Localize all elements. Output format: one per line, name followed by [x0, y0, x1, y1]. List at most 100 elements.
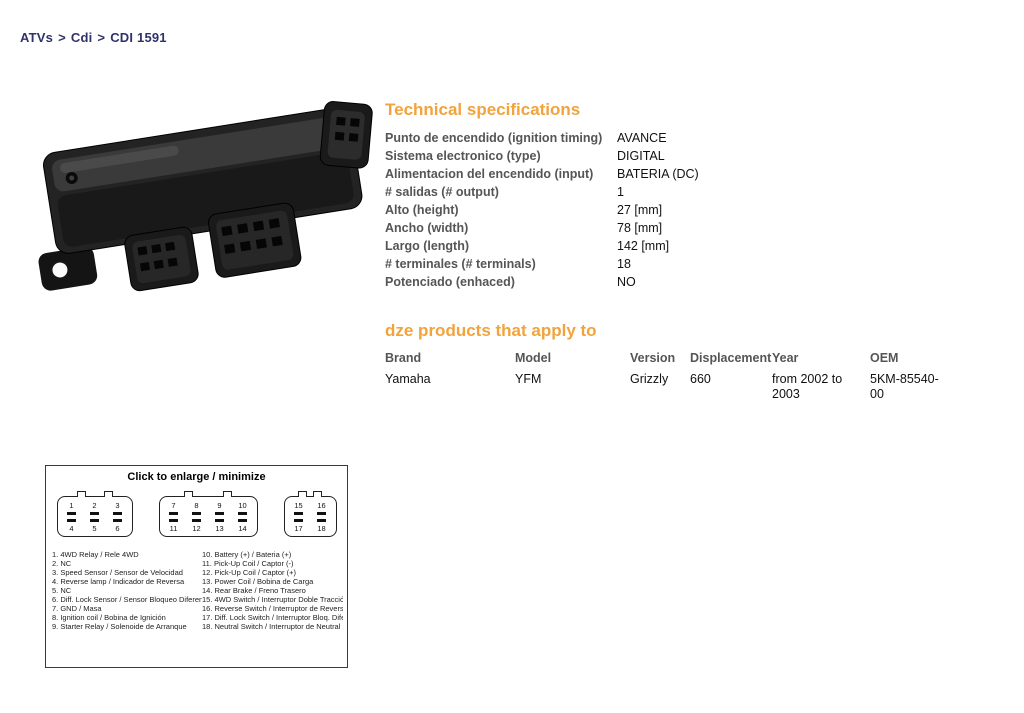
- pin-slot: [169, 512, 178, 515]
- pin-10: 10: [236, 501, 250, 517]
- spec-value: BATERIA (DC): [617, 167, 699, 181]
- pin-slot: [238, 519, 247, 522]
- cell-brand: Yamaha: [385, 372, 431, 386]
- column-header-year: Year: [772, 351, 799, 365]
- connector-latch-tabs: [295, 491, 326, 497]
- legend-item: 9. Starter Relay / Solenoide de Arranque: [52, 622, 187, 631]
- pin-slot: [238, 512, 247, 515]
- pin-legend: 1. 4WD Relay / Rele 4WD 2. NC 3. Speed S…: [46, 550, 347, 631]
- pin-5: 5: [88, 517, 102, 533]
- cell-displacement: 660: [690, 372, 711, 386]
- technical-specifications-section: Technical specifications Punto de encend…: [385, 100, 960, 291]
- connector-latch-tabs: [170, 491, 247, 497]
- pin-slot: [67, 519, 76, 522]
- spec-label: Largo (length): [385, 239, 470, 253]
- spec-label: Alimentacion del encendido (input): [385, 167, 594, 181]
- legend-item: 12. Pick-Up Coil / Captor (+): [202, 568, 296, 577]
- breadcrumb: ATVs>Cdi>CDI 1591: [20, 30, 167, 45]
- pin-18: 18: [315, 517, 329, 533]
- spec-value: NO: [617, 275, 636, 289]
- cdi-unit-photo: [22, 78, 382, 313]
- pin-4: 4: [65, 517, 79, 533]
- pin-slot: [317, 512, 326, 515]
- pin-slot: [169, 519, 178, 522]
- spec-label: Alto (height): [385, 203, 459, 217]
- pin-3: 3: [111, 501, 125, 517]
- spec-label: Sistema electronico (type): [385, 149, 541, 163]
- cell-oem: 5KM-85540-00: [870, 372, 939, 401]
- legend-item: 15. 4WD Switch / Interruptor Doble Tracc…: [202, 595, 343, 604]
- pin-slot: [294, 519, 303, 522]
- pin-slot: [294, 512, 303, 515]
- legend-item: 4. Reverse lamp / Indicador de Reversa: [52, 577, 185, 586]
- spec-value: 78 [mm]: [617, 221, 663, 235]
- pin-11: 11: [167, 517, 181, 533]
- legend-item: 10. Battery (+) / Bateria (+): [202, 550, 292, 559]
- breadcrumb-link-atvs[interactable]: ATVs: [20, 30, 54, 45]
- spec-label: # terminales (# terminals): [385, 257, 536, 271]
- pin-6: 6: [111, 517, 125, 533]
- cell-model: YFM: [515, 372, 542, 386]
- pin-15: 15: [292, 501, 306, 517]
- column-header-version: Version: [630, 351, 676, 365]
- pin-8: 8: [190, 501, 204, 517]
- pin-slot: [113, 512, 122, 515]
- pin-7: 7: [167, 501, 181, 517]
- spec-label: Punto de encendido (ignition timing): [385, 131, 603, 145]
- spec-row-height: Alto (height) 27 [mm]: [385, 201, 960, 219]
- table-row: Yamaha YFM Grizzly 660 from 2002 to 2003…: [385, 366, 960, 402]
- spec-value: 18: [617, 257, 631, 271]
- cell-year: from 2002 to 2003: [772, 372, 843, 401]
- column-header-model: Model: [515, 351, 552, 365]
- spec-value: 27 [mm]: [617, 203, 663, 217]
- spec-row-ignition-timing: Punto de encendido (ignition timing) AVA…: [385, 129, 960, 147]
- pin-legend-right-column: 10. Battery (+) / Bateria (+) 11. Pick-U…: [202, 550, 343, 631]
- connector-diagram-2: 7 8 9 10 11 12 13 14: [158, 491, 258, 537]
- legend-item: 14. Rear Brake / Freno Trasero: [202, 586, 306, 595]
- pin-slot: [192, 519, 201, 522]
- breadcrumb-separator: >: [97, 30, 106, 45]
- spec-row-length: Largo (length) 142 [mm]: [385, 237, 960, 255]
- legend-item: 3. Speed Sensor / Sensor de Velocidad: [52, 568, 183, 577]
- connector-diagram-1: 1 2 3 4 5 6: [56, 491, 133, 537]
- pin-slot: [215, 512, 224, 515]
- spec-value: DIGITAL: [617, 149, 665, 163]
- products-apply-title: dze products that apply to: [385, 321, 597, 340]
- legend-item: 13. Power Coil / Bobina de Carga: [202, 577, 314, 586]
- spec-row-enhanced: Potenciado (enhaced) NO: [385, 273, 960, 291]
- spec-label: Potenciado (enhaced): [385, 275, 515, 289]
- connector-diagram-3: 15 16 17 18: [283, 491, 337, 537]
- cell-version: Grizzly: [630, 372, 669, 386]
- pin-slot: [215, 519, 224, 522]
- breadcrumb-link-cdi[interactable]: Cdi: [70, 30, 93, 45]
- pin-9: 9: [213, 501, 227, 517]
- spec-row-input: Alimentacion del encendido (input) BATER…: [385, 165, 960, 183]
- products-table-header-row: Brand Model Version Displacement Year OE…: [385, 349, 960, 366]
- enlarge-minimize-link[interactable]: Click to enlarge / minimize: [127, 471, 266, 483]
- legend-item: 17. Diff. Lock Switch / Interruptor Bloq…: [202, 613, 343, 622]
- legend-item: 5. NC: [52, 586, 72, 595]
- pin-slot: [90, 512, 99, 515]
- breadcrumb-separator: >: [58, 30, 66, 45]
- wiring-diagram-panel: Click to enlarge / minimize 1 2 3 4 5 6: [45, 465, 348, 668]
- spec-row-output: # salidas (# output) 1: [385, 183, 960, 201]
- column-header-brand: Brand: [385, 351, 422, 365]
- legend-item: 1. 4WD Relay / Rele 4WD: [52, 550, 139, 559]
- spec-value: 1: [617, 185, 624, 199]
- pin-slot: [113, 519, 122, 522]
- products-apply-section: dze products that apply to Brand Model V…: [385, 320, 963, 402]
- pin-2: 2: [88, 501, 102, 517]
- spec-row-type: Sistema electronico (type) DIGITAL: [385, 147, 960, 165]
- legend-item: 8. Ignition coil / Bobina de Ignición: [52, 613, 166, 622]
- pin-slot: [90, 519, 99, 522]
- spec-row-width: Ancho (width) 78 [mm]: [385, 219, 960, 237]
- pin-slot: [192, 512, 201, 515]
- spec-label: # salidas (# output): [385, 185, 499, 199]
- pin-13: 13: [213, 517, 227, 533]
- legend-item: 6. Diff. Lock Sensor / Sensor Bloqueo Di…: [52, 595, 202, 604]
- pin-legend-left-column: 1. 4WD Relay / Rele 4WD 2. NC 3. Speed S…: [52, 550, 202, 631]
- pin-1: 1: [65, 501, 79, 517]
- legend-item: 7. GND / Masa: [52, 604, 102, 613]
- pin-12: 12: [190, 517, 204, 533]
- legend-item: 2. NC: [52, 559, 72, 568]
